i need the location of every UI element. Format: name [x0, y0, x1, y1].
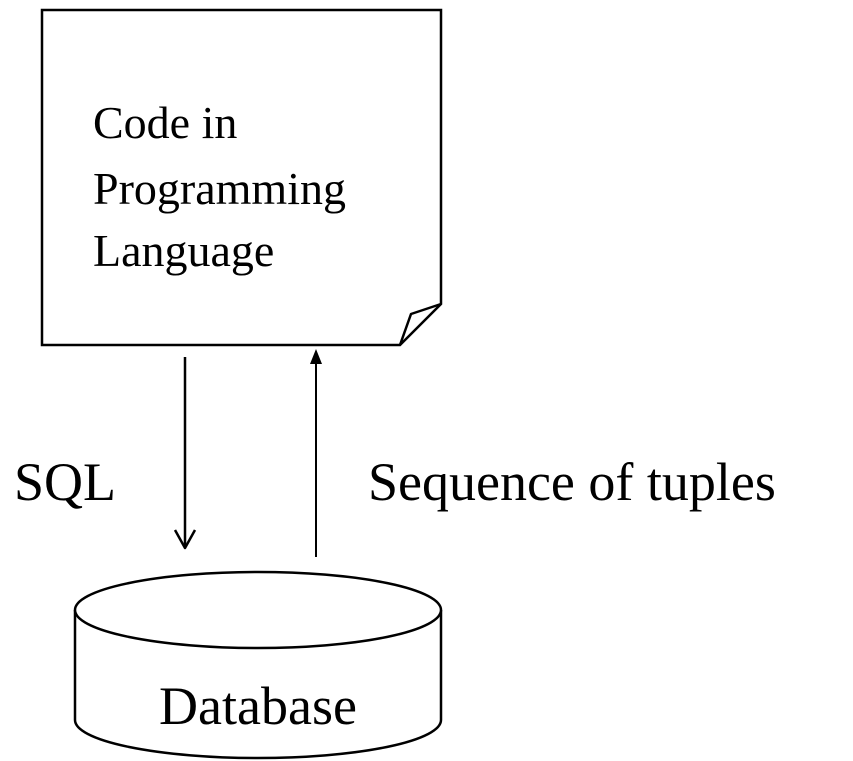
- sql-arrowhead: [173, 529, 197, 550]
- document-line-3: Language: [93, 225, 274, 276]
- result-label: Sequence of tuples: [368, 452, 776, 512]
- result-arrow: [310, 349, 322, 557]
- program-document: Code in Programming Language: [40, 8, 443, 347]
- document-line-2: Programming: [93, 163, 346, 214]
- result-arrowhead: [310, 349, 322, 364]
- document-line-1: Code in: [93, 97, 237, 148]
- sql-arrow: [173, 357, 197, 550]
- database-top: [73, 570, 443, 650]
- sql-label: SQL: [14, 452, 116, 512]
- database-cylinder: Database: [73, 570, 443, 760]
- database-label: Database: [159, 676, 357, 736]
- database-body: [73, 610, 443, 760]
- document-outline: [40, 8, 443, 347]
- document-folded-corner: [398, 302, 442, 346]
